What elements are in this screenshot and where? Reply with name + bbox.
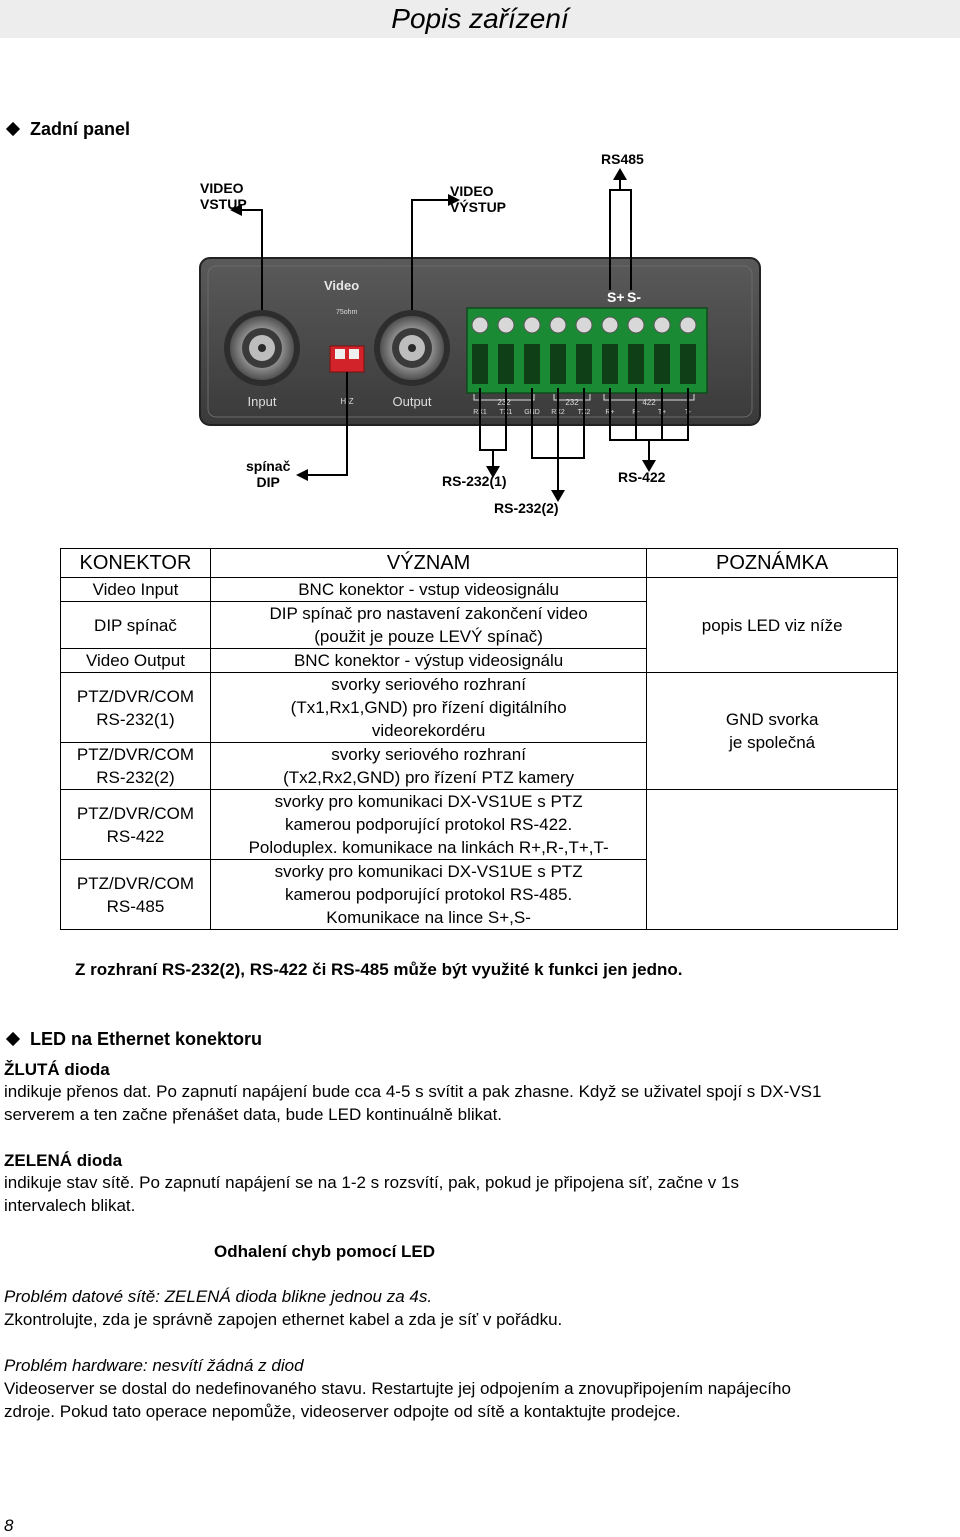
panel-label-75ohm: 75ohm	[336, 309, 358, 316]
green-led-title: ZELENÁ dioda	[4, 1151, 123, 1170]
diamond-bullet-icon	[5, 1031, 21, 1047]
yellow-led-text-line: indikuje přenos dat. Po zapnutí napájení…	[4, 1082, 822, 1101]
rear-panel-figure: VIDEO VSTUP VIDEO VÝSTUP RS485 spínač DI…	[190, 150, 770, 520]
panel-label-group-232b: 232	[565, 398, 579, 407]
table-row: PTZ/DVR/COM RS-485 svorky pro komunikaci…	[60, 859, 898, 930]
column-header-konektor: KONEKTOR	[60, 548, 211, 578]
yellow-led-text-line: serverem a ten začne přenášet data, bude…	[4, 1105, 503, 1124]
panel-label-video: Video	[324, 278, 359, 293]
cell-vyznam: svorky seriového rozhraní (Tx2,Rx2,GND) …	[209, 742, 648, 790]
table-header-row: KONEKTOR VÝZNAM POZNÁMKA	[60, 548, 898, 578]
callout-rs232-2: RS-232(2)	[494, 500, 559, 516]
cell-vyznam: BNC konektor - vstup videosignálu	[209, 577, 648, 602]
callout-video-output: VIDEO VÝSTUP	[450, 183, 507, 215]
cell-konektor: Video Input	[60, 577, 211, 602]
green-led-text-line: indikuje stav sítě. Po zapnutí napájení …	[4, 1173, 739, 1192]
callout-rs232-1: RS-232(1)	[442, 473, 507, 489]
cell-vyznam: svorky seriového rozhraní (Tx1,Rx1,GND) …	[209, 672, 648, 743]
table-row: Video Output BNC konektor - výstup video…	[60, 648, 898, 673]
callout-rs422: RS-422	[618, 469, 666, 485]
bnc-output-connector	[374, 310, 450, 386]
cell-konektor: PTZ/DVR/COM RS-485	[60, 859, 211, 930]
terminal-block	[466, 307, 708, 394]
troubleshoot-title: Odhalení chyb pomocí LED	[214, 1242, 436, 1261]
problem-hardware-text-line: Videoserver se dostal do nedefinovaného …	[4, 1379, 791, 1398]
cell-konektor: DIP spínač	[60, 601, 211, 649]
column-header-vyznam: VÝZNAM	[209, 548, 648, 578]
cell-konektor: PTZ/DVR/COM RS-422	[60, 789, 211, 860]
single-use-note: Z rozhraní RS-232(2), RS-422 či RS-485 m…	[75, 960, 683, 979]
rear-panel-drawing: Video 75ohm Input Output H-Z S+ S-	[199, 168, 761, 502]
bnc-input-connector	[224, 310, 300, 386]
connector-table: KONEKTOR VÝZNAM POZNÁMKA Video Input BNC…	[60, 548, 898, 930]
section-heading-led: LED na Ethernet konektoru	[5, 1028, 263, 1050]
cell-poznamka-gnd: GND svorka je společná	[646, 672, 898, 790]
cell-vyznam: DIP spínač pro nastavení zakončení video…	[209, 601, 648, 649]
cell-vyznam: svorky pro komunikaci DX-VS1UE s PTZ kam…	[209, 789, 648, 860]
problem-hardware-title: Problém hardware: nesvítí žádná z diod	[4, 1356, 304, 1375]
callout-rs485: RS485	[601, 151, 644, 167]
section-heading-text: LED na Ethernet konektoru	[30, 1029, 263, 1049]
section-heading-rear-panel: Zadní panel	[5, 118, 131, 140]
problem-network-title: Problém datové sítě: ZELENÁ dioda blikne…	[4, 1287, 433, 1306]
diamond-bullet-icon	[5, 121, 21, 137]
table-row: DIP spínač DIP spínač pro nastavení zako…	[60, 601, 898, 649]
callout-dip-switch: spínač DIP	[246, 458, 291, 490]
cell-konektor: PTZ/DVR/COM RS-232(2)	[60, 742, 211, 790]
problem-network-text: Zkontrolujte, zda je správně zapojen eth…	[4, 1310, 563, 1329]
page-title: Popis zařízení	[391, 3, 569, 34]
panel-label-group-422: 422	[642, 398, 656, 407]
panel-label-s-plus: S+	[607, 289, 625, 305]
cell-poznamka-led: popis LED viz níže	[646, 577, 898, 673]
cell-vyznam: BNC konektor - výstup videosignálu	[209, 648, 648, 673]
section-heading-text: Zadní panel	[30, 119, 131, 139]
panel-label-group-232a: 232	[497, 398, 511, 407]
cell-vyznam: svorky pro komunikaci DX-VS1UE s PTZ kam…	[209, 859, 648, 930]
cell-konektor: PTZ/DVR/COM RS-232(1)	[60, 672, 211, 743]
problem-hardware-text-line: zdroje. Pokud tato operace nepomůže, vid…	[4, 1402, 681, 1421]
yellow-led-title: ŽLUTÁ dioda	[4, 1060, 110, 1079]
cell-poznamka-empty	[646, 789, 898, 930]
dip-switch	[329, 345, 365, 373]
cell-konektor: Video Output	[60, 648, 211, 673]
panel-label-s-minus: S-	[627, 289, 641, 305]
table-row: PTZ/DVR/COM RS-232(1) svorky seriového r…	[60, 672, 898, 790]
panel-label-input: Input	[248, 394, 277, 409]
table-row: Video Input BNC konektor - vstup videosi…	[60, 577, 898, 673]
table-row: PTZ/DVR/COM RS-422 svorky pro komunikaci…	[60, 789, 898, 930]
green-led-text-line: intervalech blikat.	[4, 1196, 136, 1215]
header-bar	[0, 0, 960, 38]
column-header-poznamka: POZNÁMKA	[646, 548, 898, 578]
panel-label-output: Output	[392, 394, 431, 409]
page-number: 8	[4, 1516, 14, 1535]
